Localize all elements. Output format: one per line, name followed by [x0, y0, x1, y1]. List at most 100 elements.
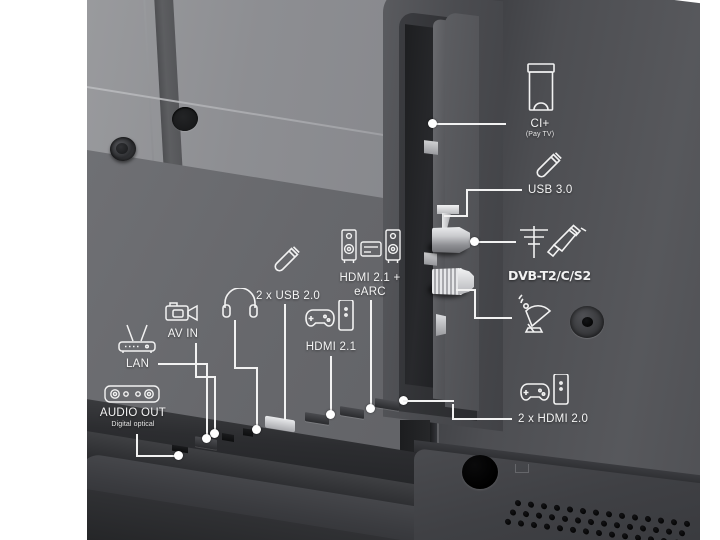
usb-3-leader-h1	[466, 189, 522, 191]
vesa-mount-screw-bore	[116, 143, 128, 154]
hdmi-earc-leader-v	[370, 300, 372, 407]
ventilation-dot	[580, 507, 586, 515]
ventilation-dot	[627, 523, 633, 531]
lan-leader-v	[206, 363, 208, 435]
audio-out-label: AUDIO OUT	[99, 407, 167, 419]
av-in-leader-v2	[214, 376, 216, 431]
usb-3-leader-h2	[444, 215, 468, 217]
ventilation-dot	[536, 512, 542, 520]
ventilation-dot	[583, 528, 589, 535]
audio-out-leader-dot	[174, 451, 183, 460]
hdmi-2-0-leader-h2	[403, 400, 454, 402]
satellite-connector-cap	[458, 268, 474, 295]
ventilation-dot	[557, 524, 563, 532]
gamepad-console-icon	[303, 300, 357, 334]
usb3-port-stub-top	[437, 205, 459, 214]
ci-card-slot-port	[424, 140, 438, 155]
satellite-leader-h	[474, 317, 512, 319]
ventilation-dot	[567, 506, 573, 513]
ventilation-dot	[609, 531, 615, 538]
ci-plus-leader	[434, 123, 506, 125]
router-icon	[113, 322, 161, 356]
hdmi-2-0-leader-v	[452, 404, 454, 420]
ventilation-dot	[531, 521, 537, 529]
power-button-center	[582, 317, 593, 327]
audio-out-sublabel: Digital optical	[111, 421, 155, 428]
satellite-leader-h2	[456, 289, 476, 291]
antenna-leader-dot	[470, 237, 479, 246]
ventilation-dot	[575, 517, 581, 524]
optical-audio-device-icon	[104, 385, 160, 403]
socket-marking	[515, 464, 529, 473]
ventilation-dot	[658, 517, 664, 525]
ventilation-dot	[588, 518, 594, 526]
ventilation-dot	[549, 513, 555, 521]
ventilation-dot	[645, 515, 651, 523]
ci-plus-leader-dot	[428, 119, 437, 128]
ci-card-slot-icon	[524, 62, 558, 114]
ventilation-dot	[622, 532, 628, 540]
lower-side-jack	[436, 314, 446, 336]
ventilation-dot	[518, 520, 524, 527]
usb-stick-icon	[534, 152, 562, 186]
ventilation-dot	[596, 529, 602, 537]
ventilation-dot	[640, 525, 646, 532]
ventilation-dot	[570, 526, 576, 534]
ventilation-dot	[601, 520, 607, 528]
audio-out-leader-h	[136, 455, 178, 457]
audio-out-leader-v	[136, 434, 138, 456]
usb-3-leader-v	[466, 189, 468, 216]
ventilation-dot	[614, 521, 620, 529]
hdmi-2-0-leader-h	[452, 418, 512, 420]
ventilation-dot	[635, 534, 641, 540]
lan-leader-dot	[202, 434, 211, 443]
hdmi-earc-leader-dot	[366, 404, 375, 413]
ventilation-dot	[510, 509, 516, 516]
ventilation-dot	[606, 510, 612, 518]
ventilation-dot	[648, 536, 654, 540]
ventilation-dot	[554, 504, 560, 512]
usb-stick-icon	[272, 246, 300, 280]
dvb-standards-label: DVB-T2/C/S2	[508, 268, 591, 283]
headphones-leader-dot	[252, 425, 261, 434]
av-in-label: AV IN	[167, 328, 199, 340]
ventilation-dot	[593, 509, 599, 517]
ventilation-dot	[679, 529, 685, 537]
camcorder-icon	[164, 300, 200, 324]
satellite-dish-icon	[512, 294, 558, 338]
port-bay-well	[405, 24, 435, 388]
satellite-leader-v	[474, 289, 476, 319]
ventilation-dot	[619, 512, 625, 520]
ventilation-dot	[666, 528, 672, 535]
antenna-and-coax-plug-icon	[516, 222, 592, 262]
ventilation-dot	[632, 514, 638, 521]
right-white-margin	[700, 0, 720, 540]
hdmi-earc-label-line1: HDMI 2.1 +	[339, 272, 401, 284]
headphones-leader-v2	[256, 367, 258, 427]
speakers-receiver-icon	[340, 228, 402, 266]
left-white-margin	[0, 0, 87, 540]
ci-plus-sublabel: (Pay TV)	[525, 131, 555, 138]
ventilation-dot	[541, 502, 547, 510]
hdmi-2-0-label: 2 x HDMI 2.0	[518, 413, 589, 425]
ventilation-dot	[544, 523, 550, 531]
gamepad-console-icon	[518, 374, 572, 408]
antenna-coax-connector	[432, 227, 470, 253]
ventilation-dot	[528, 501, 534, 509]
ventilation-dot	[671, 518, 677, 526]
side-port-bay	[383, 0, 543, 432]
ventilation-dot	[515, 499, 521, 507]
av-in-leader-v1	[195, 343, 197, 377]
headphones-icon	[222, 288, 258, 318]
ventilation-dot	[505, 518, 511, 526]
usb-2-label: 2 x USB 2.0	[255, 290, 321, 302]
usb-3-label: USB 3.0	[528, 184, 573, 196]
ventilation-dot	[684, 520, 690, 528]
ventilation-dot	[562, 515, 568, 523]
ventilation-dot	[653, 526, 659, 534]
hdmi-2-1-leader-dot	[326, 410, 335, 419]
hdmi-2-1-label: HDMI 2.1	[305, 341, 357, 353]
usb3-port-stub-body	[442, 213, 451, 229]
cable-routing-hole	[462, 455, 498, 489]
